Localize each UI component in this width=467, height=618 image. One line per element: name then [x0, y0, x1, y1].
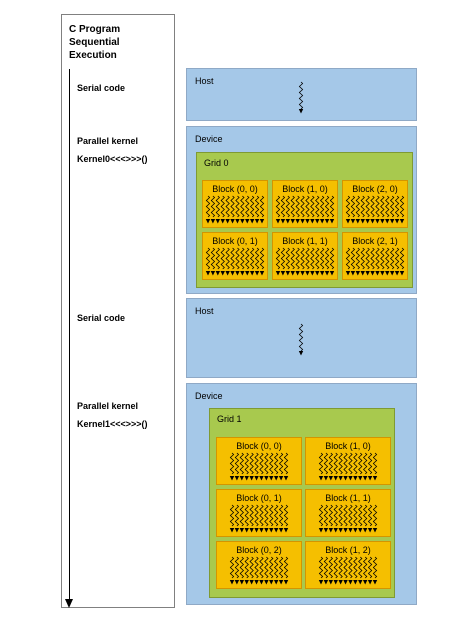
- step-serial-code-1: Serial code: [77, 83, 126, 93]
- thread-warp-icon: [345, 247, 405, 276]
- host-thread-icon: [298, 323, 304, 356]
- host-label-2: Host: [195, 306, 214, 316]
- step-kernel0-call: Kernel0<<<>>>(): [77, 154, 148, 164]
- block-label: Block (1, 1): [325, 493, 371, 503]
- grid-0: Grid 0 Block (0, 0) Block (1, 0) Block (…: [196, 152, 413, 288]
- grid-1-block: Block (1, 1): [305, 489, 391, 537]
- grid-0-block: Block (2, 1): [342, 232, 408, 280]
- thread-warp-icon: [229, 504, 289, 533]
- grid-1-block: Block (1, 2): [305, 541, 391, 589]
- step-kernel1-call: Kernel1<<<>>>(): [77, 419, 148, 429]
- block-label: Block (1, 2): [325, 545, 371, 555]
- thread-warp-icon: [205, 195, 265, 224]
- block-label: Block (1, 0): [282, 184, 328, 194]
- device-label-1: Device: [195, 134, 223, 144]
- program-title: C Program Sequential Execution: [69, 24, 121, 61]
- grid-1: Grid 1 Block (0, 0) Block (1, 0) Block (…: [209, 408, 395, 598]
- grid-0-label: Grid 0: [204, 158, 229, 168]
- host-label-1: Host: [195, 76, 214, 86]
- block-label: Block (0, 1): [236, 493, 282, 503]
- grid-0-block: Block (1, 1): [272, 232, 338, 280]
- execution-timeline: [69, 69, 70, 601]
- program-panel: C Program Sequential Execution Serial co…: [61, 14, 175, 608]
- grid-1-block: Block (0, 2): [216, 541, 302, 589]
- device-label-2: Device: [195, 391, 223, 401]
- grid-0-block: Block (2, 0): [342, 180, 408, 228]
- thread-warp-icon: [205, 247, 265, 276]
- thread-warp-icon: [318, 504, 378, 533]
- block-label: Block (0, 1): [212, 236, 258, 246]
- block-label: Block (1, 1): [282, 236, 328, 246]
- grid-1-block: Block (0, 1): [216, 489, 302, 537]
- host-section-2: Host: [186, 298, 417, 378]
- block-label: Block (0, 0): [236, 441, 282, 451]
- thread-warp-icon: [275, 195, 335, 224]
- step-serial-code-2: Serial code: [77, 313, 126, 323]
- grid-1-label: Grid 1: [217, 414, 242, 424]
- thread-warp-icon: [229, 452, 289, 481]
- grid-0-block: Block (0, 1): [202, 232, 268, 280]
- grid-0-block: Block (1, 0): [272, 180, 338, 228]
- block-label: Block (2, 1): [352, 236, 398, 246]
- block-label: Block (0, 0): [212, 184, 258, 194]
- step-parallel-kernel-1: Parallel kernel: [77, 136, 139, 146]
- device-section-2: Device Grid 1 Block (0, 0) Block (1, 0) …: [186, 383, 417, 605]
- host-thread-icon: [298, 81, 304, 114]
- block-label: Block (0, 2): [236, 545, 282, 555]
- thread-warp-icon: [318, 452, 378, 481]
- thread-warp-icon: [229, 556, 289, 585]
- thread-warp-icon: [345, 195, 405, 224]
- device-section-1: Device Grid 0 Block (0, 0) Block (1, 0) …: [186, 126, 417, 294]
- step-parallel-kernel-2: Parallel kernel: [77, 401, 139, 411]
- timeline-arrow-icon: [65, 599, 73, 608]
- host-section-1: Host: [186, 68, 417, 121]
- block-label: Block (2, 0): [352, 184, 398, 194]
- grid-1-block: Block (0, 0): [216, 437, 302, 485]
- thread-warp-icon: [275, 247, 335, 276]
- thread-warp-icon: [318, 556, 378, 585]
- grid-0-block: Block (0, 0): [202, 180, 268, 228]
- grid-1-block: Block (1, 0): [305, 437, 391, 485]
- block-label: Block (1, 0): [325, 441, 371, 451]
